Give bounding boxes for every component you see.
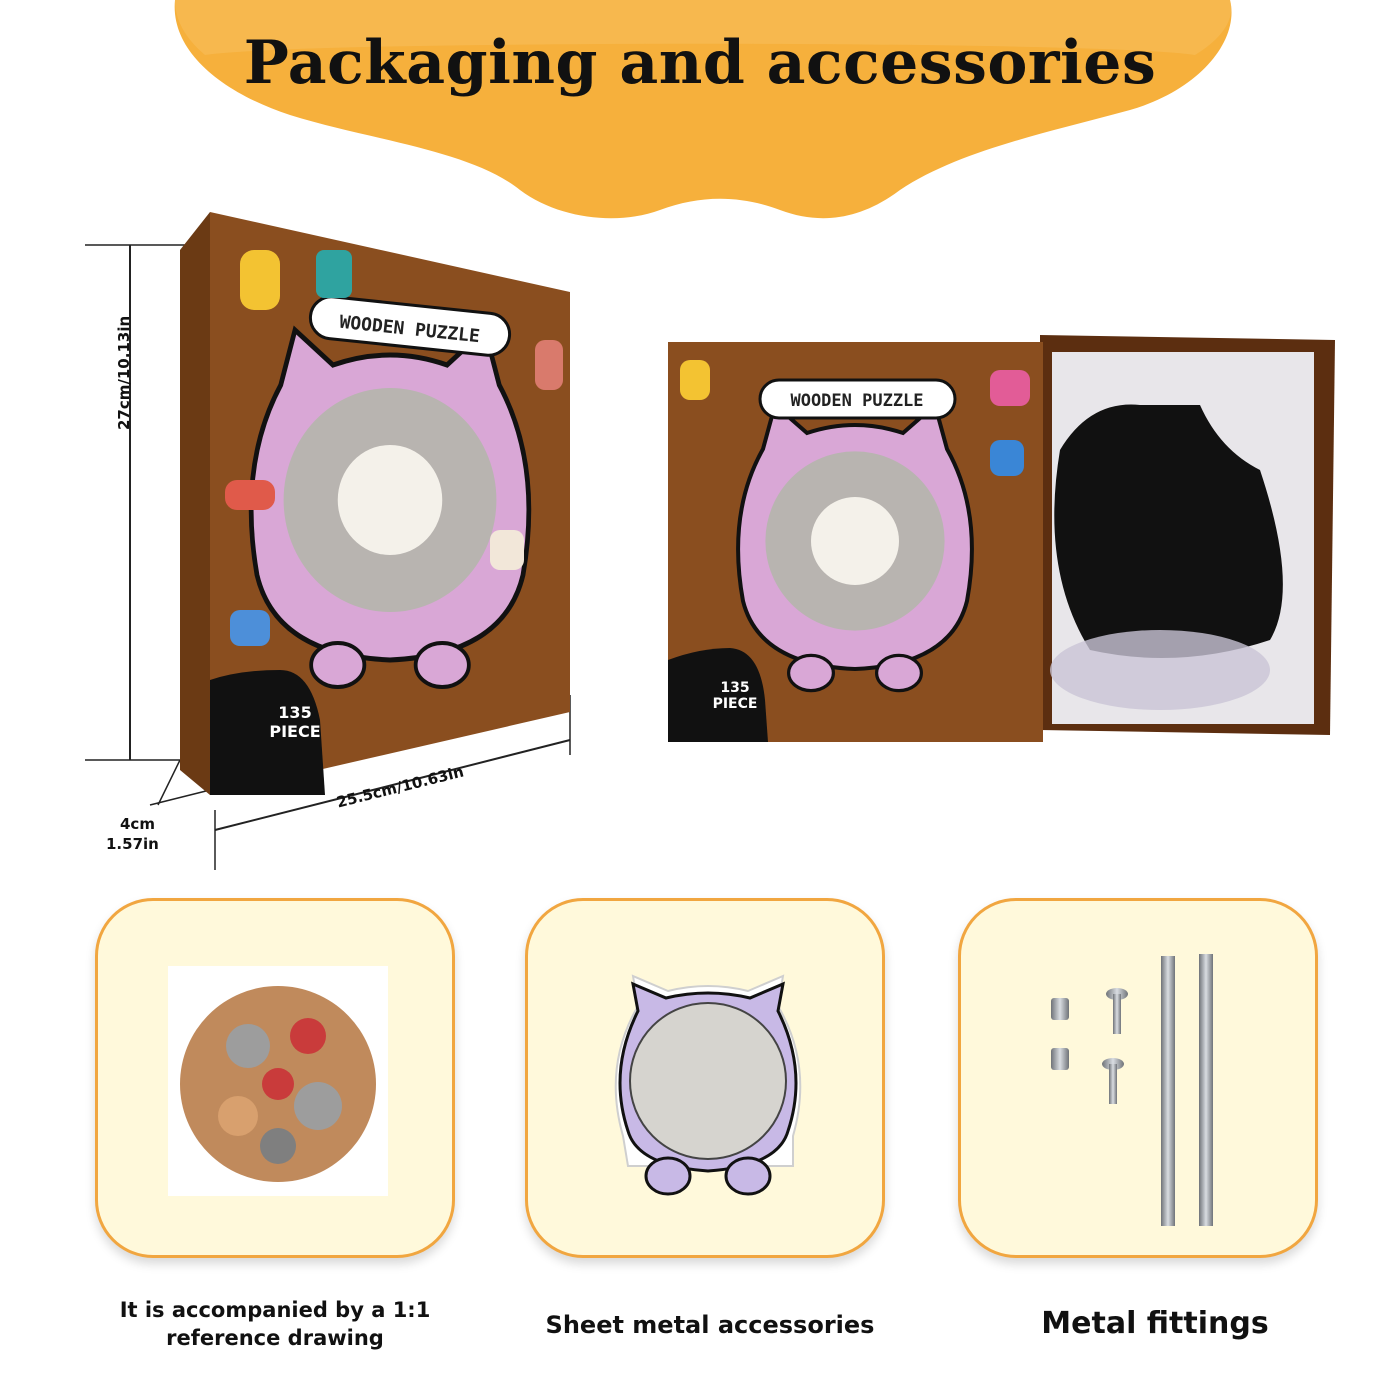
caption-line-1: It is accompanied by a 1:1 [119, 1298, 431, 1322]
height-dimension: 27cm/10.13in [115, 315, 133, 430]
reference-drawing-caption: It is accompanied by a 1:1 reference dra… [65, 1296, 485, 1352]
reference-drawing-card [95, 898, 455, 1258]
piece-label-2: PIECE [713, 696, 758, 712]
piece-label: PIECE [269, 722, 320, 741]
sheet-metal-caption: Sheet metal accessories [545, 1311, 875, 1339]
reference-drawing-image [168, 966, 388, 1196]
metal-fittings-card [958, 898, 1318, 1258]
header-banner [174, 0, 1232, 219]
open-box-illustration: WOODEN PUZZLE 135 PIECE [668, 335, 1335, 742]
metal-fittings-caption: Metal fittings [1041, 1306, 1269, 1341]
page-title: Packaging and accessories [243, 28, 1157, 98]
metal-fittings-image [1051, 954, 1213, 1226]
piece-count: 135 [278, 703, 311, 722]
box-logo-text-2: WOODEN PUZZLE [790, 391, 923, 411]
closed-box-illustration: WOODEN PUZZLE 135 PIECE [85, 212, 571, 870]
piece-count-2: 135 [720, 680, 749, 696]
depth-dimension-cm: 4cm [120, 815, 155, 833]
caption-line-2: reference drawing [166, 1326, 384, 1350]
sheet-metal-card [525, 898, 885, 1258]
sheet-metal-image [614, 974, 802, 1196]
depth-dimension-in: 1.57in [106, 835, 159, 853]
